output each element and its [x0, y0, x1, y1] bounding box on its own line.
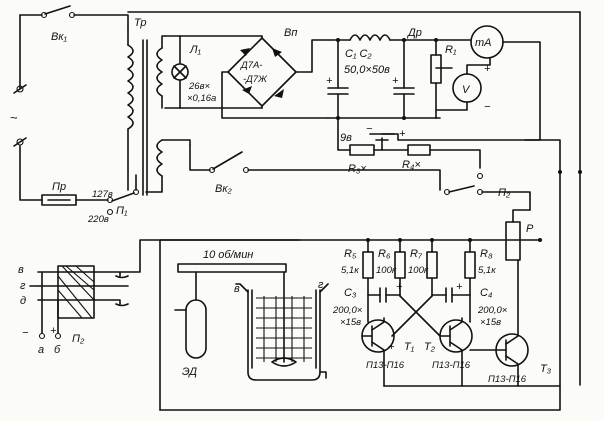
c3-label: C₃: [344, 287, 357, 299]
v220-label: 220в: [87, 214, 109, 225]
plus-9v: +: [399, 128, 406, 140]
r5-value: 5,1к: [341, 265, 359, 276]
relay-label: Р: [526, 223, 534, 235]
term-d-left: д: [20, 295, 26, 307]
c1-plus: +: [326, 75, 333, 87]
multivibrator: [361, 209, 561, 387]
term-a: а: [38, 344, 44, 356]
term-v-left: в: [18, 264, 24, 276]
transformer: [127, 35, 191, 196]
dr-label: Др: [406, 27, 422, 39]
vk1-label: Вк₁: [51, 31, 68, 43]
t2-type: П13-П16: [432, 360, 471, 371]
lc-filter: [327, 34, 437, 120]
lamp-rating-2: ×0,16а: [187, 93, 216, 104]
c2-plus: +: [392, 75, 399, 87]
r5-label: R₅: [344, 248, 357, 260]
r6-value: 100к: [376, 265, 397, 276]
c3-value-2: ×15в: [340, 317, 361, 328]
c1c2-label: C₁ C₂: [345, 48, 372, 60]
ma-meter-label: mA: [475, 37, 492, 49]
diode-bridge: [179, 35, 331, 119]
t3-type: П13-П16: [488, 374, 527, 385]
bias-source: [159, 117, 561, 411]
voltmeter-minus: −: [484, 101, 491, 113]
v127-label: 127в: [92, 189, 113, 200]
p1-label: П₁: [116, 205, 128, 217]
rpm-label: 10 об/мин: [203, 249, 253, 261]
voltmeter-plus: +: [484, 63, 491, 75]
term-v-mid: в: [234, 283, 240, 295]
lamp-l1: [164, 35, 189, 109]
c3-plus: +: [388, 341, 395, 353]
t1-type: П13-П16: [366, 360, 405, 371]
minus-left: −: [22, 327, 29, 339]
c4-label: C₄: [480, 287, 492, 299]
voltmeter-label: V: [462, 84, 471, 96]
r8-value: 5,1к: [478, 265, 496, 276]
diode-type-1: Д7А-: [240, 60, 262, 71]
p2-top-label: П₂: [498, 187, 511, 199]
r4-label: R₄×: [402, 159, 421, 171]
t2-label: T₂: [424, 341, 436, 353]
v9-label: 9в: [340, 132, 352, 144]
r1-label: R₁: [445, 44, 457, 56]
motor-ed: [159, 239, 541, 411]
c4-plus-sign: +: [456, 281, 463, 293]
minus-9v: −: [366, 123, 373, 135]
plus-left: +: [50, 325, 57, 337]
c4-value-1: 200,0×: [477, 305, 508, 316]
diode-type-2: -Д7Ж: [243, 74, 268, 85]
r7-label: R₇: [410, 248, 423, 260]
ac-symbol: ~: [10, 110, 18, 125]
term-g-mid: г: [318, 279, 324, 291]
c3-value-1: 200,0×: [332, 305, 363, 316]
t1-label: T₁: [404, 341, 415, 353]
switch-vk2: [127, 11, 582, 386]
r8-label: R₈: [480, 248, 493, 260]
lamp-rating-1: 26в×: [188, 81, 211, 92]
r6-label: R₆: [378, 248, 391, 260]
tr-label: Тр: [134, 17, 146, 29]
vp-label: Вп: [284, 27, 297, 39]
term-b: б: [54, 344, 61, 356]
term-g-left: г: [20, 280, 26, 292]
r7-value: 100к: [408, 265, 429, 276]
ed-label: ЭД: [182, 366, 197, 378]
c4-value-2: ×15в: [480, 317, 501, 328]
t3-label: T₃: [540, 363, 552, 375]
r3-label: R₃×: [348, 163, 367, 175]
tank: [235, 271, 329, 381]
pr-label: Пр: [52, 181, 66, 193]
p2-bottom-label: П₂: [72, 333, 85, 345]
vk2-label: Вк₂: [215, 183, 233, 195]
l1-label: Л₁: [189, 44, 202, 56]
c3-plus-sign: +: [396, 281, 403, 293]
mains-input: [13, 5, 140, 216]
motor-switch: [29, 239, 301, 340]
cap-rating: 50,0×50в: [344, 64, 390, 76]
